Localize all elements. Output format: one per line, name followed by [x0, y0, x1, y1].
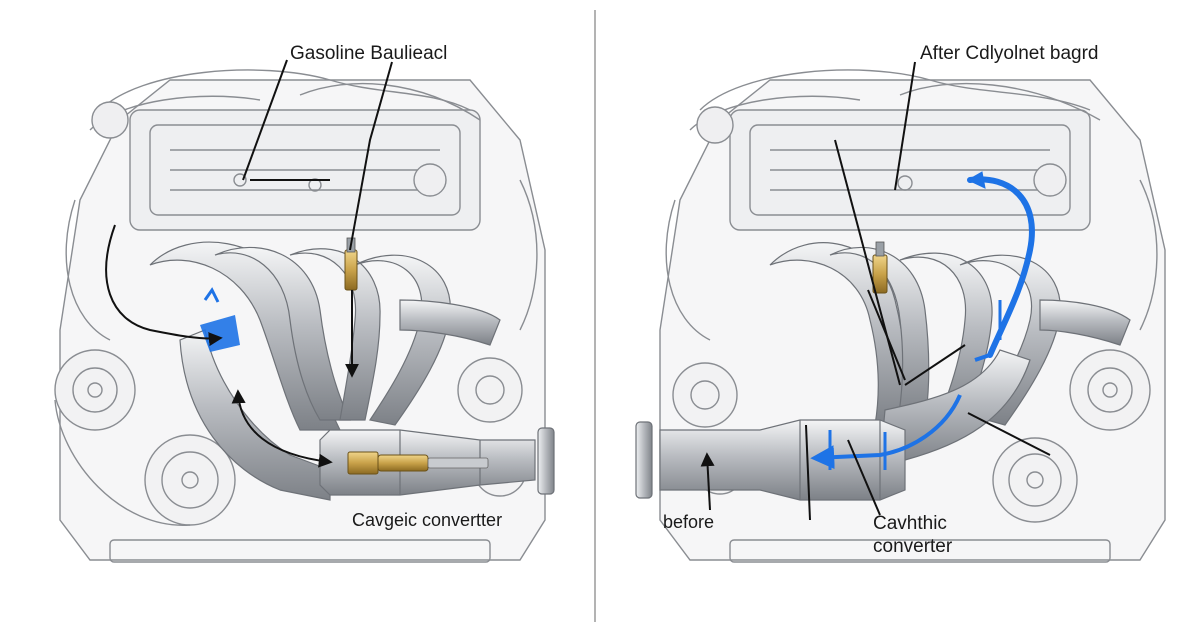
- right-blue-flow-path: [810, 171, 1035, 470]
- left-panel-title: Gasoline Baulieacl: [290, 43, 448, 64]
- right-annotation-lines: [700, 61, 1051, 521]
- left-annotation-lines: [105, 59, 393, 468]
- right-catalytic-label-line2: converter: [873, 536, 953, 557]
- right-before-label: before: [663, 512, 715, 532]
- right-upstream-o2-sensor-icon: [872, 241, 888, 294]
- right-catalytic-label-line1: Cavhthic: [873, 513, 947, 534]
- left-catalytic-converter-label: Cavgeic convertter: [352, 510, 503, 530]
- left-downstream-o2-sensor-icon: [347, 451, 489, 475]
- right-panel-title: After Cdlyolnet bagrd: [920, 43, 1099, 64]
